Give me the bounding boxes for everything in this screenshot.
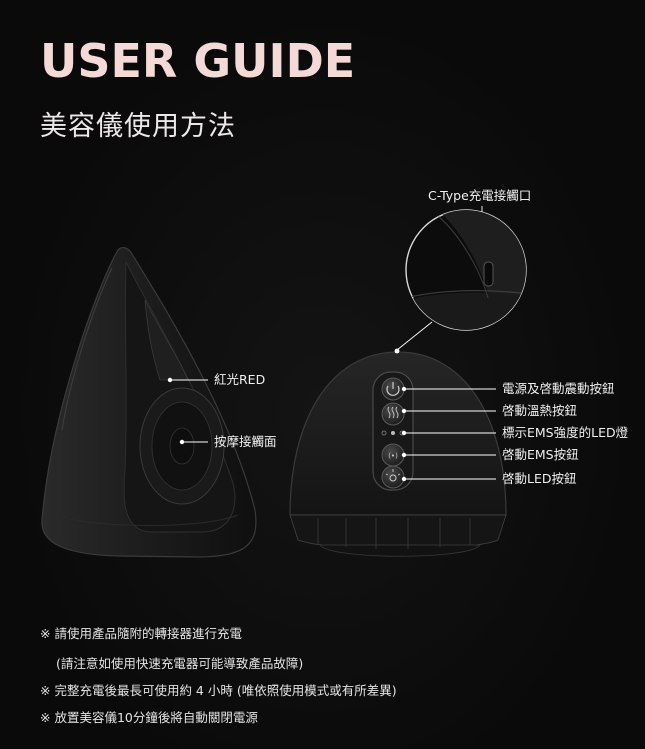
label-ctype-port: C-Type充電接觸口 (428, 188, 532, 203)
label-ems-button: 啓動EMS按鈕 (502, 447, 579, 462)
page-title: USER GUIDE (40, 34, 356, 88)
note-item: ※ 請使用產品隨附的轉接器進行充電 (40, 626, 242, 641)
note-item: ※ 完整充電後最長可使用約 4 小時 (唯依照使用模式或有所差異) (40, 683, 397, 698)
right-leader-lines (404, 388, 496, 480)
page-subtitle: 美容儀使用方法 (40, 111, 236, 142)
leader-ctype-zoom (396, 321, 433, 351)
front-view-device: (•) (289, 351, 507, 557)
svg-text:(•): (•) (388, 452, 398, 460)
label-power-button: 電源及啓動震動按鈕 (502, 381, 615, 396)
label-warm-button: 啓動溫熱按鈕 (502, 403, 578, 418)
label-led-button: 啓動LED按鈕 (502, 471, 577, 486)
label-red-light: 紅光RED (214, 372, 266, 387)
ems-led-indicator-illustration (381, 430, 387, 436)
side-view-device (41, 247, 257, 558)
warm-button-illustration (381, 402, 405, 426)
ctype-port-zoom (405, 209, 527, 331)
note-item: (請注意如使用快速充電器可能導致產品故障) (56, 656, 304, 671)
label-ems-led-indicator: 標示EMS強度的LED燈 (502, 425, 629, 440)
label-massage-surface: 按摩接觸面 (214, 434, 277, 449)
note-item: ※ 放置美容儀10分鐘後將自動關閉電源 (40, 710, 258, 725)
